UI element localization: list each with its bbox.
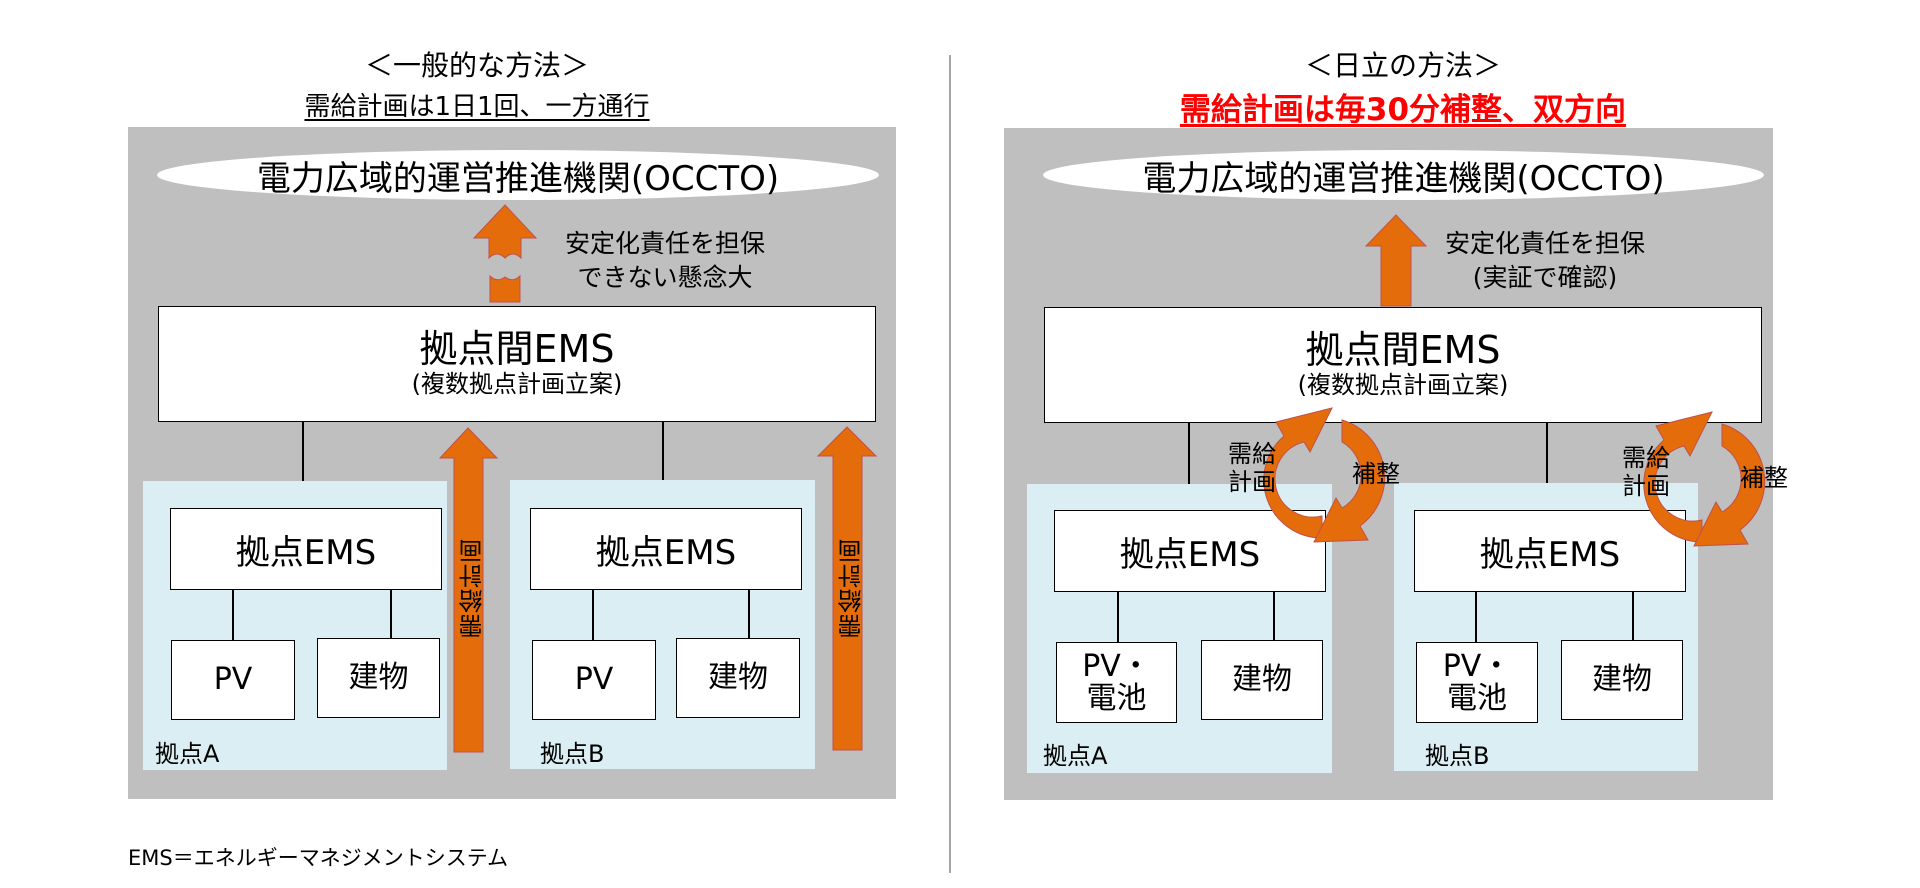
center-divider	[949, 55, 951, 873]
right-site-a-ems-label: 拠点EMS	[1119, 534, 1261, 575]
right-site-b-label: 拠点B	[1425, 742, 1490, 770]
right-site-a-connector-pv	[1117, 592, 1119, 642]
left-site-b-connector-building	[748, 590, 750, 640]
left-site-a-label: 拠点A	[155, 740, 220, 768]
right-cycle-a-up-label: 需給 計画	[1228, 440, 1276, 496]
right-site-a-connector-building	[1273, 592, 1275, 642]
left-site-b-pv-label: PV	[574, 662, 614, 697]
right-connector-b	[1546, 423, 1548, 510]
left-heading: ＜一般的な方法＞	[364, 49, 589, 82]
right-subheading: 需給計画は毎30分補整、双方向	[1179, 92, 1627, 128]
left-site-b-ems-label: 拠点EMS	[595, 532, 737, 573]
right-site-b-pv-battery-label: PV・ 電池	[1442, 648, 1512, 716]
right-site-a-pv-battery-label: PV・ 電池	[1082, 648, 1151, 716]
right-site-a-pv-battery-box: PV・ 電池	[1056, 642, 1177, 723]
right-inter-ems-box: 拠点間EMS (複数拠点計画立案)	[1044, 307, 1762, 423]
right-inter-ems-subtitle: (複数拠点計画立案)	[1297, 371, 1509, 399]
left-top-note-line1: 安定化責任を担保	[564, 229, 765, 258]
left-inter-ems-box: 拠点間EMS (複数拠点計画立案)	[158, 306, 876, 422]
left-subheading: 需給計画は1日1回、一方通行	[304, 92, 650, 122]
left-top-note-line2: できない懸念大	[577, 263, 753, 292]
right-site-b-ems-label: 拠点EMS	[1479, 534, 1621, 575]
right-inter-ems-title: 拠点間EMS	[1305, 328, 1501, 372]
left-connector-a	[302, 422, 304, 508]
right-site-b-building-label: 建物	[1592, 662, 1652, 697]
right-site-b-connector-building	[1632, 592, 1634, 642]
left-site-a-connector-pv	[232, 590, 234, 640]
left-site-a-pv-box: PV	[171, 640, 295, 720]
left-site-b-building-label: 建物	[708, 660, 768, 695]
left-connector-b	[662, 422, 664, 508]
right-heading: ＜日立の方法＞	[1304, 49, 1501, 82]
left-site-b-connector-pv	[592, 590, 594, 640]
left-inter-ems-title: 拠点間EMS	[419, 327, 615, 371]
left-site-a-connector-building	[390, 590, 392, 640]
right-site-b-ems-box: 拠点EMS	[1414, 510, 1686, 592]
left-site-a-building-box: 建物	[317, 638, 440, 718]
right-occto-label: 電力広域的運営推進機関(OCCTO)	[1142, 158, 1665, 199]
left-inter-ems-subtitle: (複数拠点計画立案)	[411, 370, 623, 398]
right-cycle-a-down-label: 補整	[1352, 460, 1400, 488]
left-occto-ellipse: 電力広域的運営推進機関(OCCTO)	[157, 150, 879, 200]
right-connector-a	[1188, 423, 1190, 510]
left-site-b-label: 拠点B	[540, 740, 605, 768]
right-cycle-b-down-label: 補整	[1740, 464, 1788, 492]
left-site-a-building-label: 建物	[348, 660, 409, 695]
right-site-a-building-box: 建物	[1201, 640, 1323, 720]
right-site-a-building-label: 建物	[1232, 662, 1292, 697]
left-site-a-ems-label: 拠点EMS	[235, 532, 377, 573]
left-site-b-ems-box: 拠点EMS	[530, 508, 802, 590]
right-site-b-building-box: 建物	[1561, 640, 1683, 720]
right-top-note-line1: 安定化責任を担保	[1444, 229, 1645, 258]
right-occto-ellipse: 電力広域的運営推進機関(OCCTO)	[1043, 150, 1764, 200]
left-site-a-ems-box: 拠点EMS	[170, 508, 442, 590]
right-site-b-connector-pv	[1475, 592, 1477, 642]
right-site-a-label: 拠点A	[1043, 742, 1108, 770]
left-site-b-pv-box: PV	[532, 640, 656, 720]
left-site-b-building-box: 建物	[676, 638, 800, 718]
right-cycle-b-up-label: 需給 計画	[1622, 444, 1670, 500]
footer-note: EMS＝エネルギーマネジメントシステム	[128, 846, 509, 870]
right-top-note-line2: (実証で確認)	[1472, 263, 1618, 292]
right-site-a-ems-box: 拠点EMS	[1054, 510, 1326, 592]
left-occto-label: 電力広域的運営推進機関(OCCTO)	[256, 158, 780, 199]
right-site-b-pv-battery-box: PV・ 電池	[1416, 642, 1538, 723]
left-site-a-pv-label: PV	[213, 662, 253, 697]
